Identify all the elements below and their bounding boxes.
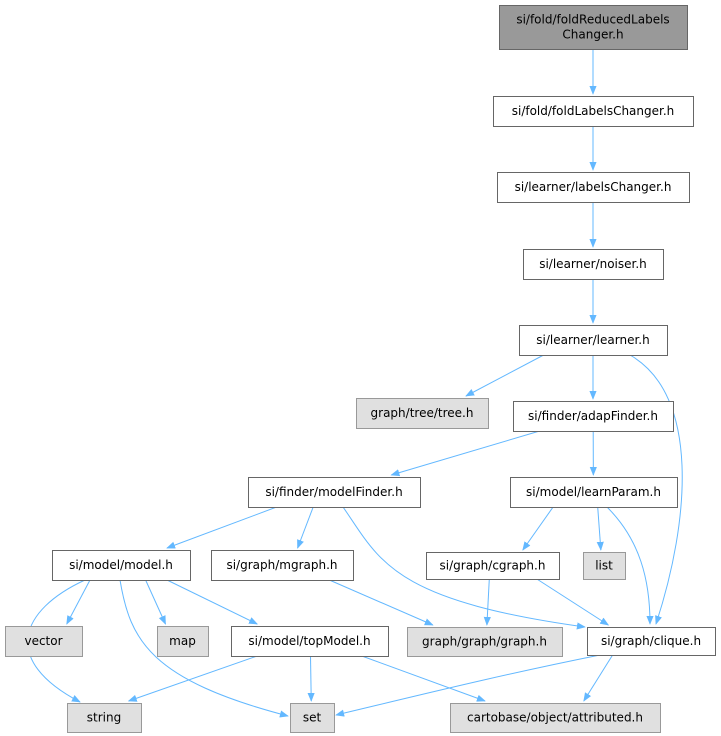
edge-n9-n18 xyxy=(606,506,654,625)
edge-n18-n21 xyxy=(583,654,614,702)
node-label: cartobase/object/attributed.h xyxy=(467,711,643,725)
node-box xyxy=(513,401,674,432)
graph-node[interactable]: si/learner/learner.h xyxy=(519,325,668,356)
node-label: si/fold/foldLabelsChanger.h xyxy=(512,104,675,118)
node-label: vector xyxy=(24,634,62,648)
node-label: si/graph/mgraph.h xyxy=(226,558,337,572)
node-box xyxy=(356,398,489,429)
edge-n11-n17 xyxy=(329,579,434,626)
edge-n16-n19 xyxy=(127,655,258,702)
node-label: si/learner/noiser.h xyxy=(539,257,647,271)
node-label: si/model/model.h xyxy=(69,558,173,572)
edge-n9-n12 xyxy=(522,506,554,551)
edge-n5-n6 xyxy=(465,354,544,397)
node-label: si/finder/modelFinder.h xyxy=(265,485,402,499)
graph-node[interactable]: si/finder/modelFinder.h xyxy=(248,477,421,508)
edge-n10-n14 xyxy=(66,579,91,625)
node-label: list xyxy=(595,559,613,573)
node-box xyxy=(450,703,661,733)
node-label: Changer.h xyxy=(562,28,623,42)
graph-node[interactable]: si/model/model.h xyxy=(52,550,191,581)
graph-node: graph/graph/graph.h xyxy=(407,627,563,657)
node-box xyxy=(5,626,83,657)
graph-node: string xyxy=(67,703,142,733)
graph-node[interactable]: si/finder/adapFinder.h xyxy=(513,401,674,432)
node-box xyxy=(231,626,389,657)
edge-n9-n13 xyxy=(596,506,604,551)
node-box xyxy=(248,477,421,508)
graph-node: set xyxy=(290,703,335,733)
node-box xyxy=(583,552,626,580)
edge-n5-n18 xyxy=(629,354,683,625)
graph-node[interactable]: si/fold/foldLabelsChanger.h xyxy=(493,96,694,127)
node-label: si/graph/clique.h xyxy=(601,634,701,648)
node-label: si/model/learnParam.h xyxy=(526,485,661,499)
graph-node[interactable]: si/model/learnParam.h xyxy=(510,477,678,508)
edge-n10-n20 xyxy=(119,579,289,718)
node-box xyxy=(67,703,142,733)
edge-n8-n11 xyxy=(297,506,314,549)
graph-node: vector xyxy=(5,626,83,657)
node-box xyxy=(211,550,354,581)
graph-node[interactable]: si/learner/labelsChanger.h xyxy=(497,172,690,203)
node-label: map xyxy=(169,634,196,648)
node-label: si/finder/adapFinder.h xyxy=(528,409,658,423)
node-box xyxy=(157,626,209,657)
node-box xyxy=(499,5,688,50)
node-box xyxy=(407,627,563,657)
edge-n18-n20 xyxy=(335,654,601,717)
node-box xyxy=(426,552,560,580)
node-label: si/graph/cgraph.h xyxy=(440,559,546,573)
node-box xyxy=(587,627,716,656)
edge-n12-n18 xyxy=(536,578,610,626)
graph-node: graph/tree/tree.h xyxy=(356,398,489,429)
graph-node[interactable]: si/graph/mgraph.h xyxy=(211,550,354,581)
edge-n12-n17 xyxy=(483,578,491,626)
node-label: si/model/topModel.h xyxy=(248,634,370,648)
node-label: graph/tree/tree.h xyxy=(371,406,474,420)
graph-node[interactable]: si/model/topModel.h xyxy=(231,626,389,657)
graph-node: map xyxy=(157,626,209,657)
edge-n10-n16 xyxy=(166,579,258,625)
edge-n7-n8 xyxy=(390,430,540,477)
node-label: si/fold/foldReducedLabels xyxy=(516,13,669,27)
node-box xyxy=(290,703,335,733)
node-box xyxy=(510,477,678,508)
graph-node[interactable]: si/graph/cgraph.h xyxy=(426,552,560,580)
edge-n10-n15 xyxy=(145,579,166,625)
node-label: si/learner/labelsChanger.h xyxy=(515,180,672,194)
node-box xyxy=(52,550,191,581)
edge-n16-n21 xyxy=(361,655,486,702)
node-box xyxy=(497,172,690,203)
graph-node: cartobase/object/attributed.h xyxy=(450,703,661,733)
node-label: graph/graph/graph.h xyxy=(422,635,547,649)
node-box xyxy=(523,249,664,280)
graph-node: list xyxy=(583,552,626,580)
node-box xyxy=(493,96,694,127)
graph-node[interactable]: si/graph/clique.h xyxy=(587,627,716,656)
node-label: set xyxy=(303,711,322,725)
edge-n16-n20 xyxy=(307,655,315,702)
node-label: si/learner/learner.h xyxy=(536,333,649,347)
node-box xyxy=(519,325,668,356)
graph-node[interactable]: si/learner/noiser.h xyxy=(523,249,664,280)
node-label: string xyxy=(87,711,121,725)
edge-n8-n10 xyxy=(166,506,277,549)
edge-n8-n18 xyxy=(342,506,586,630)
